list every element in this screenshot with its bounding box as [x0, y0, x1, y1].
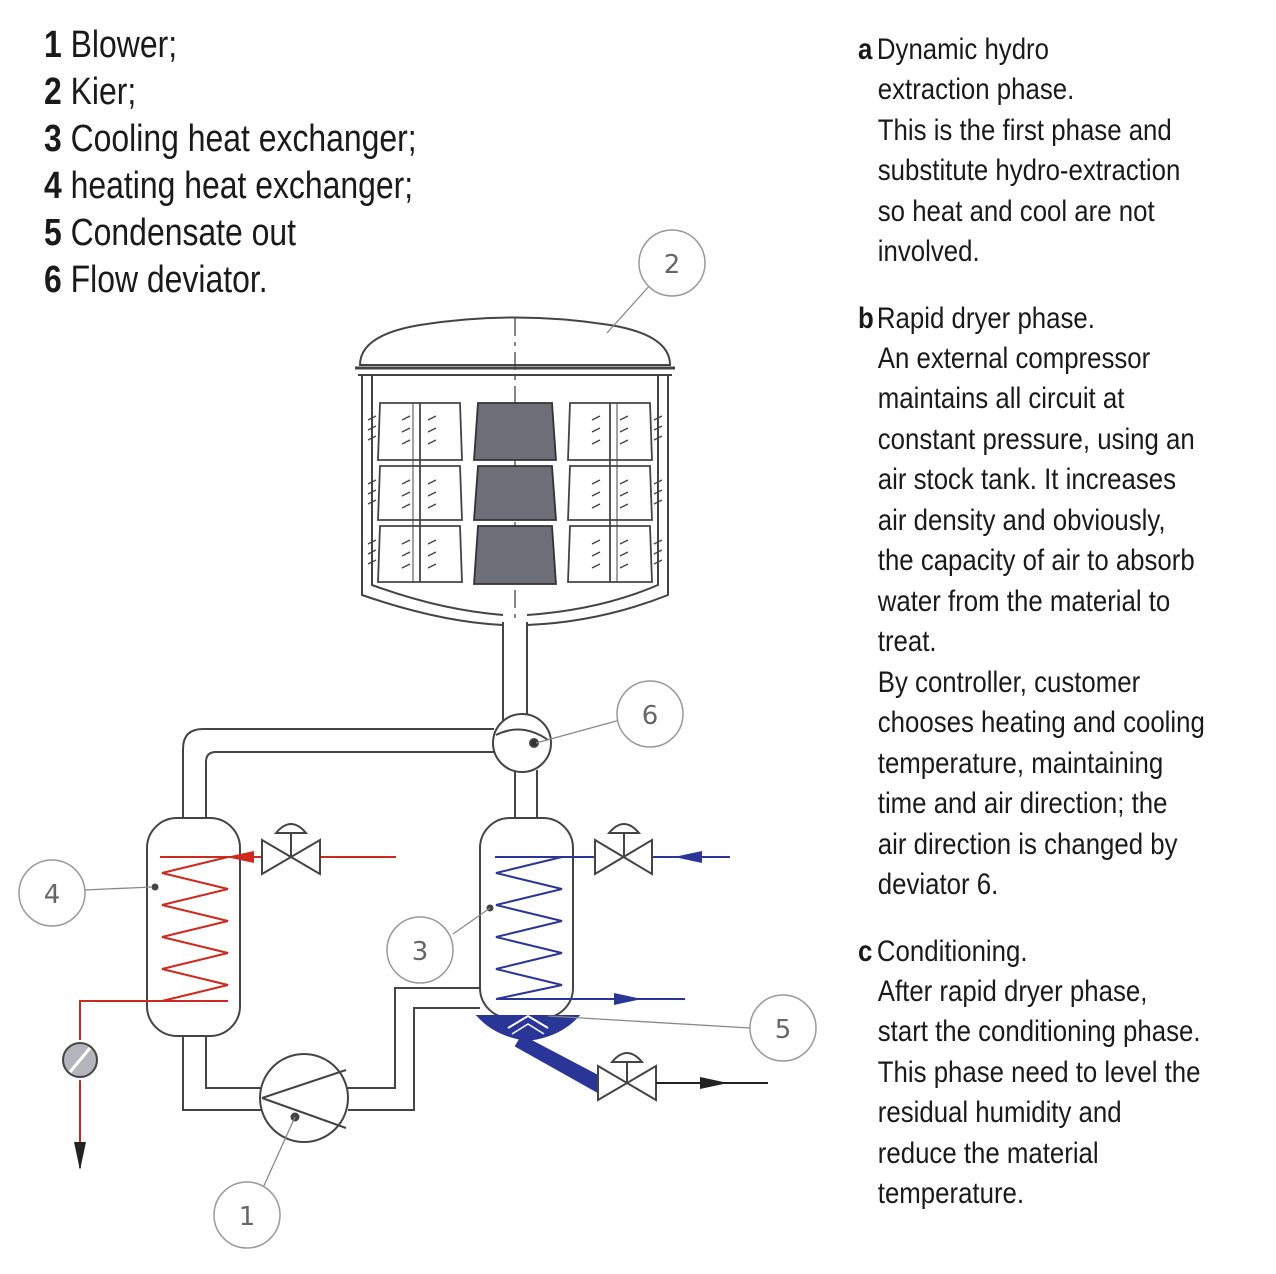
blower [259, 1053, 349, 1143]
legend-item-blower: 1 Blower; [44, 22, 417, 69]
callout-6: 6 [642, 701, 659, 731]
phase-title: Conditioning. [876, 934, 1028, 968]
callout-3: 3 [412, 937, 429, 967]
phase-line: constant pressure, using an [877, 422, 1195, 456]
callout-5: 5 [775, 1015, 792, 1045]
kier-baskets-center [473, 402, 557, 585]
phase-line: treat. [877, 625, 937, 658]
legend-item-heating-exchanger: 4 heating heat exchanger; [44, 163, 417, 210]
legend-number: 1 [44, 24, 62, 66]
phase-line: temperature, maintaining [877, 746, 1164, 780]
legend-text: Condensate out [70, 212, 297, 254]
phase-line: maintains all circuit at [877, 382, 1125, 415]
phase-letter: c [858, 934, 873, 968]
phase-letter: b [858, 301, 874, 335]
flow-deviator [492, 713, 552, 773]
kier-baskets-left [377, 402, 463, 583]
phase-line: substitute hydro-extraction [877, 154, 1181, 187]
piping [182, 622, 538, 1111]
component-legend: 1 Blower; 2 Kier; 3 Cooling heat exchang… [44, 22, 488, 304]
legend-text: heating heat exchanger; [70, 165, 414, 207]
callout-leaders [83, 283, 751, 1191]
phase-line: An external compressor [877, 341, 1151, 375]
phase-line: air density and obviously, [877, 503, 1166, 537]
phase-line: water from the material to [877, 584, 1171, 618]
legend-text: Flow deviator. [70, 259, 268, 301]
callout-circles [18, 229, 817, 1249]
legend-number: 3 [44, 118, 62, 160]
legend-text: Cooling heat exchanger; [70, 118, 417, 160]
pressure-gauge [62, 1042, 98, 1078]
phase-title: Rapid dryer phase. [876, 301, 1095, 335]
legend-item-cooling-exchanger: 3 Cooling heat exchanger; [44, 116, 417, 163]
callout-2: 2 [664, 250, 681, 280]
legend-item-condensate-out: 5 Condensate out [44, 210, 417, 257]
phase-line: so heat and cool are not [877, 194, 1155, 228]
kier-vessel [355, 316, 675, 626]
legend-number: 5 [44, 212, 62, 254]
legend-number: 2 [44, 71, 62, 113]
phase-line: temperature. [877, 1177, 1025, 1210]
phase-line: air stock tank. It increases [877, 463, 1177, 496]
phase-title: Dynamic hydro [876, 33, 1049, 66]
phase-line: This is the first phase and [877, 113, 1172, 147]
phase-line: the capacity of air to absorb [877, 544, 1195, 577]
phase-line: After rapid dryer phase, [877, 974, 1148, 1008]
phase-line: This phase need to level the [877, 1055, 1201, 1089]
phase-line: extraction phase. [877, 73, 1075, 106]
cooling-valve [594, 823, 653, 876]
legend-item-flow-deviator: 6 Flow deviator. [44, 257, 417, 304]
legend-text: Kier; [70, 71, 137, 113]
legend-text: Blower; [70, 24, 178, 66]
phase-line: involved. [877, 235, 980, 268]
phase-line: residual humidity and [877, 1096, 1122, 1129]
condensate-valve [597, 1052, 768, 1102]
kier-baskets-right [567, 402, 653, 583]
legend-item-kier: 2 Kier; [44, 69, 417, 116]
phase-line: time and air direction; the [877, 787, 1168, 820]
phase-line: reduce the material [877, 1136, 1099, 1170]
phase-line: air direction is changed by [877, 827, 1178, 861]
phase-line: start the conditioning phase. [877, 1015, 1201, 1048]
phase-letter: a [858, 33, 873, 66]
phase-line: chooses heating and cooling [877, 706, 1205, 739]
heating-heat-exchanger [74, 817, 396, 1170]
kier-airflow-marks [367, 415, 663, 569]
phase-line: By controller, customer [877, 665, 1141, 699]
phase-line: deviator 6. [877, 868, 999, 901]
heating-valve [261, 823, 321, 876]
callout-4: 4 [44, 880, 61, 910]
condensate-collector [475, 1014, 599, 1094]
legend-number: 6 [44, 259, 62, 301]
callout-1: 1 [239, 1202, 256, 1232]
legend-number: 4 [44, 165, 62, 207]
